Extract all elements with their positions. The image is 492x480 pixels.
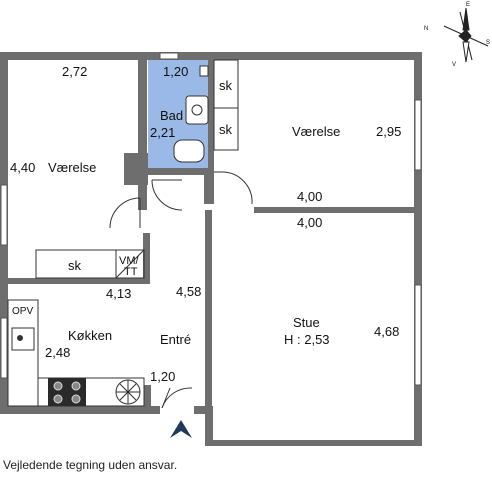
compass-n: N <box>424 26 428 32</box>
stove <box>48 378 86 406</box>
living-width: 4,00 <box>297 215 322 230</box>
washer-line1: VM/ <box>119 255 140 267</box>
kitchen-name: Køkken <box>68 328 112 343</box>
bedroom-left-depth: 4,40 <box>10 160 35 175</box>
hall-name: Entré <box>160 332 191 347</box>
kitchen-counter <box>7 299 145 407</box>
bathroom-name: Bad <box>160 108 183 123</box>
door-swings <box>109 171 253 409</box>
bathroom-depth: 2,21 <box>150 125 175 140</box>
compass-e: E <box>466 2 470 8</box>
bedroom-right-width: 4,00 <box>297 189 322 204</box>
fan-icon <box>115 379 141 405</box>
closet-bath-top: sk <box>219 78 233 93</box>
compass-v: V <box>452 62 456 68</box>
living-depth: 4,68 <box>374 324 399 339</box>
closet-left-bedroom: sk <box>68 258 82 273</box>
entrance-arrow-icon <box>170 420 192 438</box>
bedroom-left-width: 2,72 <box>62 64 87 79</box>
bathroom-width: 1,20 <box>163 64 188 79</box>
interior-walls <box>8 60 422 408</box>
hall-width: 1,20 <box>150 369 175 384</box>
bedroom-left-name: Værelse <box>48 160 96 175</box>
living-name: Stue <box>293 315 320 330</box>
bedroom-right-name: Værelse <box>292 124 340 139</box>
storage-label: OPV <box>12 306 33 317</box>
disclaimer: Vejledende tegning uden ansvar. <box>3 458 178 472</box>
bedroom-right-depth: 2,95 <box>376 124 401 139</box>
windows <box>0 52 422 386</box>
kitchen-depth: 2,48 <box>45 345 70 360</box>
kitchen-width: 4,13 <box>106 286 131 301</box>
closets <box>35 59 239 279</box>
compass-icon <box>443 7 489 63</box>
hall-depth: 4,58 <box>176 284 201 299</box>
bathroom-fixtures <box>173 65 209 163</box>
closet-bath-bottom: sk <box>219 122 233 137</box>
compass-s: S <box>486 40 490 46</box>
living-height: H : 2,53 <box>284 332 330 347</box>
washer-line2: TT <box>124 266 138 278</box>
